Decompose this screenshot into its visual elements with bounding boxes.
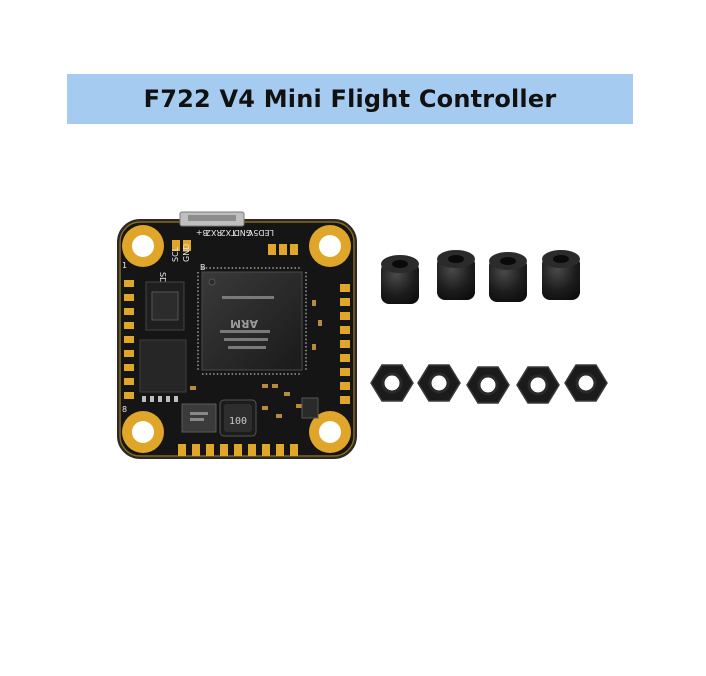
bottom-solder-pads	[178, 444, 298, 456]
standoff-4	[542, 250, 580, 300]
nylon-standoffs	[381, 250, 580, 304]
hex-nut-4	[516, 366, 560, 404]
hex-nut-1	[370, 364, 414, 402]
silk-scl: SCL	[171, 246, 180, 262]
standoff-2	[437, 250, 475, 300]
silkscreen-labels: SCL GND LED5V GND TX2 RX2 B+ SDA 1 8 B	[122, 228, 274, 414]
right-solder-pads	[340, 284, 350, 404]
mcu-chip: ARM	[197, 267, 307, 375]
silk-rx2: RX2	[206, 228, 222, 237]
flight-controller-board: SCL GND LED5V GND TX2 RX2 B+ SDA 1 8 B A…	[117, 211, 357, 459]
inductor: 100	[219, 399, 257, 437]
flash-chip	[139, 339, 187, 393]
silk-bplus: B+	[196, 228, 208, 237]
inductor-label: 100	[229, 416, 247, 427]
silk-pin-8: 8	[122, 405, 127, 414]
hex-nut-2	[417, 364, 461, 402]
left-solder-pads	[124, 280, 134, 399]
silk-sda: SDA	[158, 272, 167, 289]
mounting-holes	[122, 225, 351, 453]
silk-gnd-1: GND	[182, 244, 191, 262]
title-banner: F722 V4 Mini Flight Controller	[67, 74, 633, 124]
hex-nut-3	[466, 366, 510, 404]
product-title: F722 V4 Mini Flight Controller	[143, 85, 557, 113]
silk-gnd-2: GND	[234, 228, 252, 237]
standoff-3	[489, 252, 527, 302]
hex-nut-5	[564, 364, 608, 402]
silk-tx2: TX2	[221, 228, 237, 237]
silk-pin-1: 1	[122, 261, 127, 270]
hex-nuts	[370, 364, 608, 404]
standoff-1	[381, 255, 419, 304]
top-solder-pads	[172, 240, 298, 255]
silk-led5v: LED5V	[247, 228, 274, 237]
mcu-label: ARM	[230, 317, 258, 330]
